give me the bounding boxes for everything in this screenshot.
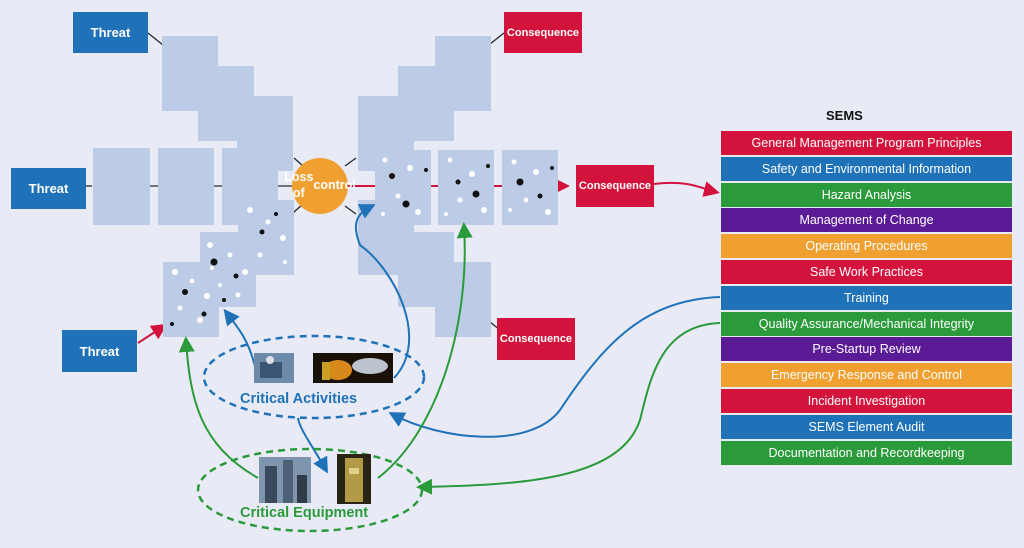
- relationship-arrows: [178, 204, 721, 495]
- sems-item: Hazard Analysis: [721, 182, 1012, 207]
- consequence-box-middle: Consequence: [576, 165, 654, 207]
- threat-box-middle: Threat: [11, 168, 86, 209]
- critical-equipment-ellipse: [196, 447, 424, 533]
- sems-item: Safety and Environmental Information: [721, 156, 1012, 181]
- sems-title: SEMS: [826, 108, 863, 123]
- photo-equipment: [337, 454, 371, 504]
- critical-activities-label: Critical Activities: [240, 391, 358, 407]
- photo-workers: [254, 353, 294, 383]
- sems-item: Operating Procedures: [721, 234, 1012, 259]
- consequence-box-top: Consequence: [504, 12, 582, 53]
- critical-activities-ellipse: [202, 334, 426, 420]
- photo-refinery: [259, 457, 311, 503]
- sems-item: Emergency Response and Control: [721, 363, 1012, 388]
- sems-item: Quality Assurance/Mechanical Integrity: [721, 311, 1012, 336]
- sems-item: Training: [721, 285, 1012, 310]
- holey-barriers: [163, 150, 558, 337]
- threat-box-top: Threat: [73, 12, 148, 53]
- sems-item: Documentation and Recordkeeping: [721, 440, 1012, 465]
- sems-item: SEMS Element Audit: [721, 414, 1012, 439]
- critical-equipment-label: Critical Equipment: [240, 505, 369, 521]
- threat-box-bottom: Threat: [62, 330, 137, 372]
- consequence-box-bottom: Consequence: [497, 318, 575, 360]
- sems-item: Management of Change: [721, 208, 1012, 233]
- sems-item: General Management Program Principles: [721, 131, 1012, 155]
- photo-firefighting: [313, 353, 393, 383]
- sems-item: Pre-Startup Review: [721, 337, 1012, 362]
- sems-item: Incident Investigation: [721, 388, 1012, 413]
- sems-item: Safe Work Practices: [721, 259, 1012, 284]
